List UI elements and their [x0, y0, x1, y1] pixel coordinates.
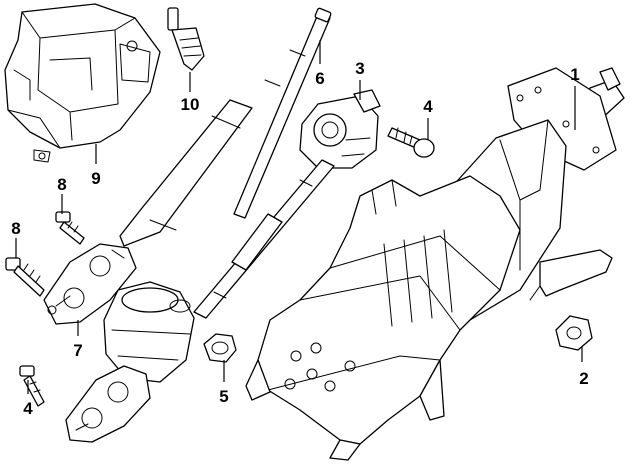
callout-4-lower: 4	[23, 399, 33, 418]
callout-7: 7	[73, 341, 82, 360]
control-module-part	[4, 3, 161, 163]
universal-joint-part	[43, 243, 137, 325]
bolt-part-bottom	[19, 365, 45, 407]
sensor-part	[167, 7, 205, 71]
callout-1: 1	[570, 65, 579, 84]
nut-part-5	[203, 333, 237, 363]
steering-column-assembly-part	[245, 67, 625, 461]
callout-leaders	[15, 40, 583, 394]
callout-6: 6	[315, 69, 324, 88]
bolt-part-left	[5, 257, 45, 297]
intermediate-shaft-part	[119, 7, 332, 247]
bolt-part-upper	[55, 211, 85, 245]
callout-8-left: 8	[11, 219, 20, 238]
lower-shaft-part	[193, 159, 335, 319]
callout-4-upper: 4	[423, 97, 433, 116]
callout-2: 2	[579, 369, 588, 388]
nut-part-2	[555, 315, 593, 351]
bolt-part-right	[387, 127, 435, 158]
lower-universal-joint-part	[65, 365, 151, 443]
callout-8-upper: 8	[57, 175, 66, 194]
upper-universal-joint-part	[299, 89, 381, 169]
callout-9: 9	[91, 169, 100, 188]
callout-10: 10	[181, 95, 200, 114]
boot-seal-part	[103, 281, 195, 383]
callout-5: 5	[219, 387, 228, 406]
callout-3: 3	[355, 59, 364, 78]
